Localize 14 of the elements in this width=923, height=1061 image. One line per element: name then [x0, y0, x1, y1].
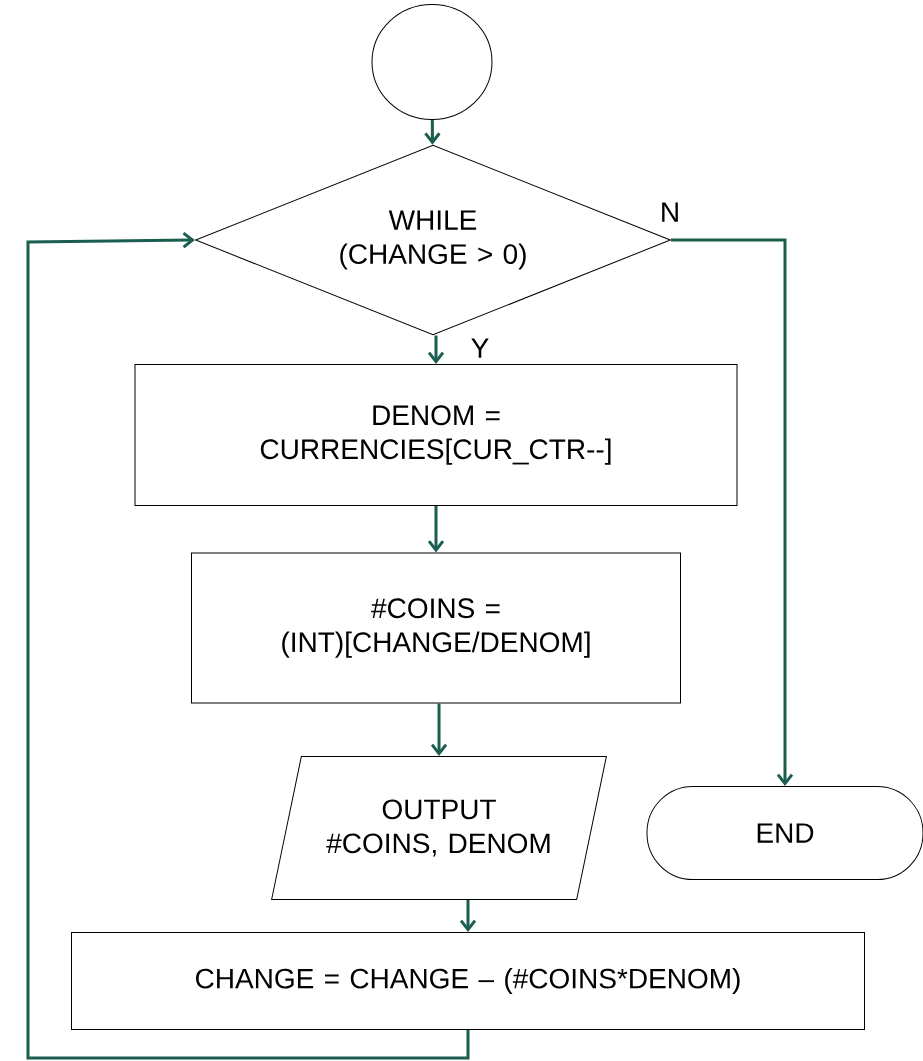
arrow [26, 231, 470, 1060]
end-terminal: END [646, 786, 923, 880]
start-circle [371, 4, 493, 120]
arrow [459, 900, 477, 932]
arrow [427, 335, 445, 364]
edge-label: Y [469, 337, 491, 359]
arrow [427, 506, 445, 553]
process-box: DENOM = CURRENCIES[CUR_CTR--] [134, 364, 738, 506]
arrow [430, 703, 448, 756]
output-parallelogram: OUTPUT #COINS, DENOM [271, 756, 607, 900]
arrow [424, 120, 441, 145]
arrow [671, 238, 794, 786]
process-box: #COINS = (INT)[CHANGE/DENOM] [191, 552, 681, 704]
process-box: CHANGE = CHANGE – (#COINS*DENOM) [71, 932, 865, 1030]
